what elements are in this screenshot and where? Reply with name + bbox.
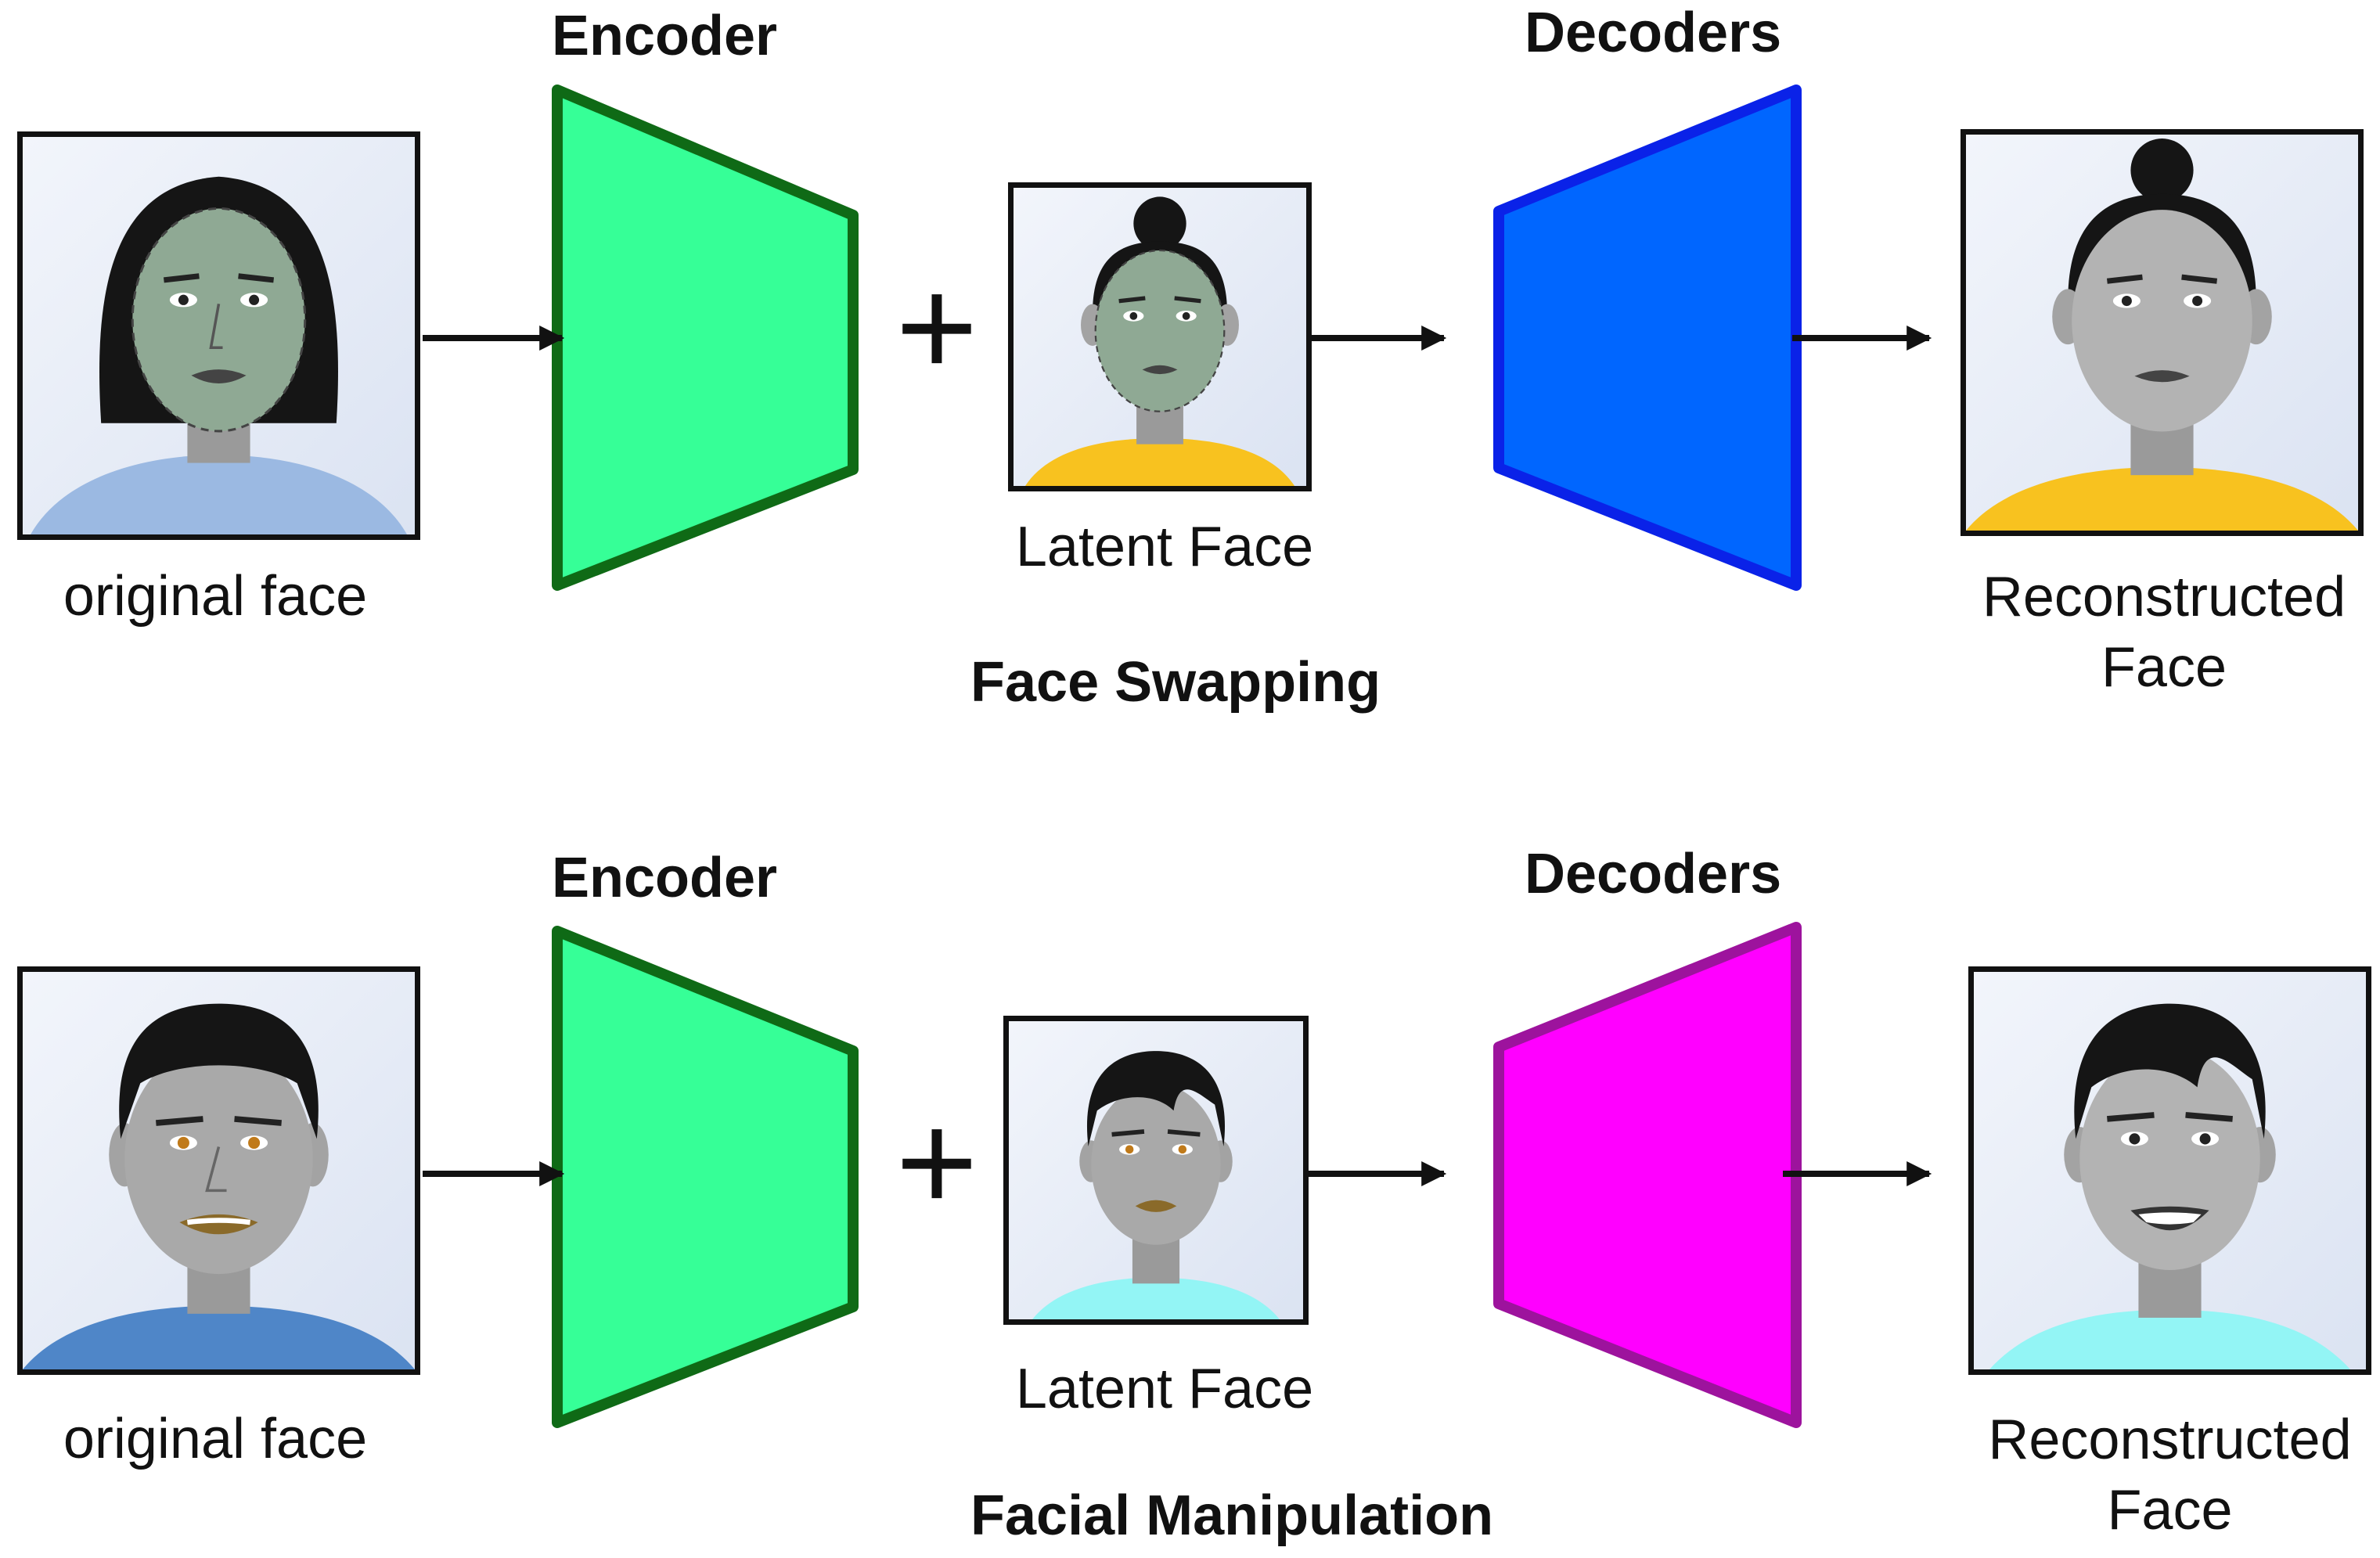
decoders-label-row2: Decoders (1525, 843, 1782, 905)
reconstructed-face-image-row2 (1968, 966, 2371, 1375)
decoder-trapezoid-row2 (1493, 922, 1802, 1428)
plus-sign-row2: + (895, 1084, 978, 1241)
reconstructed-face-caption-row1: Reconstructed Face (1953, 562, 2375, 703)
original-face-caption-row2: original face (63, 1408, 368, 1470)
original-face-image-row1 (17, 131, 420, 540)
encoder-trapezoid-row1 (552, 85, 859, 591)
reconstructed-caption-line2-row1: Face (2101, 636, 2227, 699)
encoder-trapezoid-row2 (552, 926, 859, 1428)
latent-face-caption-row1: Latent Face (1015, 516, 1314, 578)
row-title-facial-manipulation: Facial Manipulation (970, 1484, 1494, 1547)
reconstructed-caption-line1-row2: Reconstructed (1988, 1409, 2352, 1471)
plus-sign-row1: + (895, 249, 978, 406)
reconstructed-face-image-row1 (1961, 129, 2364, 536)
encoder-label-row1: Encoder (552, 5, 778, 67)
latent-face-image-row1 (1008, 182, 1312, 491)
latent-face-image-row2 (1003, 1016, 1309, 1325)
original-face-caption-row1: original face (63, 565, 368, 628)
decoder-trapezoid-row1 (1493, 85, 1802, 591)
reconstructed-caption-line1-row1: Reconstructed (1982, 566, 2346, 628)
latent-face-caption-row2: Latent Face (1015, 1358, 1314, 1420)
reconstructed-caption-line2-row2: Face (2107, 1479, 2233, 1542)
original-face-image-row2 (17, 966, 420, 1375)
reconstructed-face-caption-row2: Reconstructed Face (1961, 1405, 2379, 1545)
decoders-label-row1: Decoders (1525, 2, 1782, 64)
row-title-face-swapping: Face Swapping (970, 651, 1381, 714)
encoder-label-row2: Encoder (552, 847, 778, 909)
